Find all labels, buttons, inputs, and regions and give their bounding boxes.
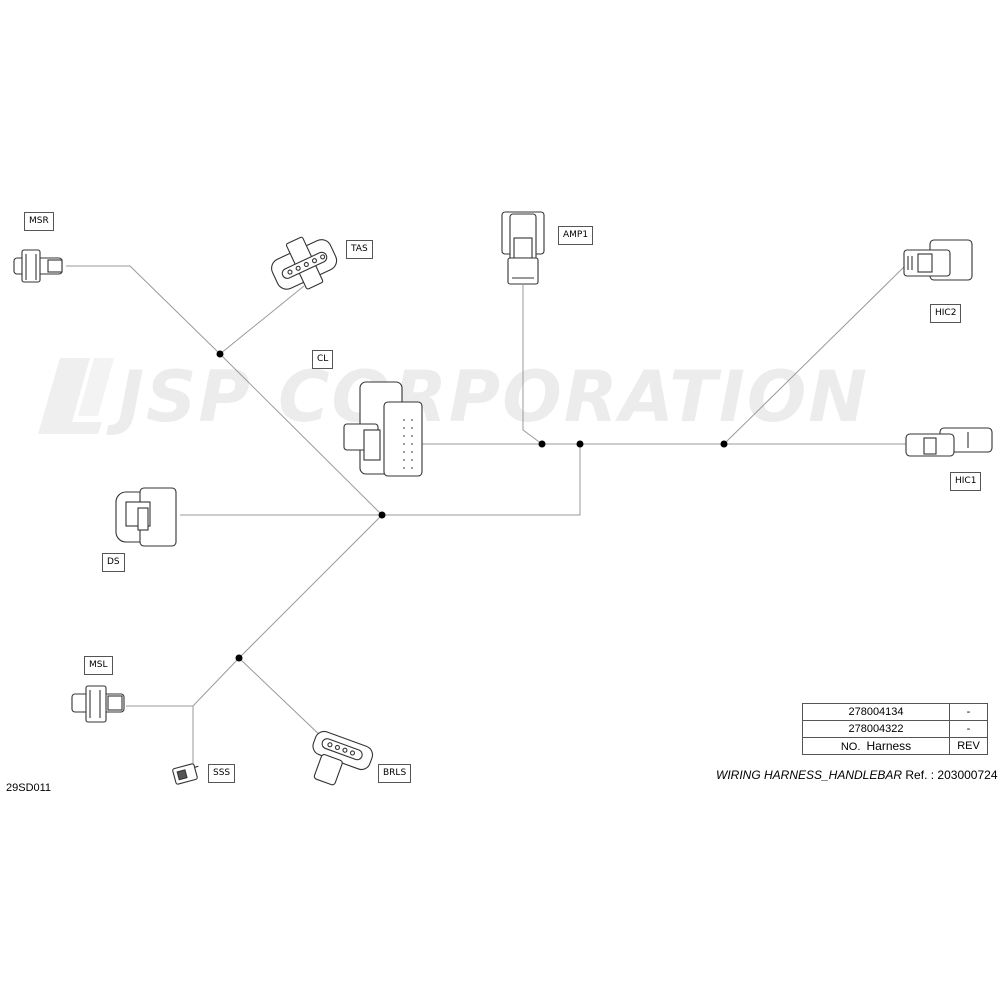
wire-brls — [238, 657, 326, 741]
ds-connector-icon — [115, 487, 177, 547]
amp1-label: AMP1 — [558, 226, 594, 245]
ref-label: Ref. : — [905, 768, 935, 782]
splice-point — [720, 440, 728, 448]
splice-point — [576, 440, 584, 448]
ref-value: 203000724 — [937, 768, 998, 782]
table-header-row: NO. Harness REV — [802, 737, 988, 755]
splice-point — [235, 654, 243, 662]
hic2-connector-icon — [903, 239, 973, 281]
splice-point — [538, 440, 546, 448]
part-rev: - — [949, 720, 988, 738]
header-no-harness: NO. Harness — [802, 737, 950, 755]
part-number: 278004322 — [802, 720, 950, 738]
msl-label: MSL — [84, 656, 113, 675]
hic1-connector-icon — [905, 427, 993, 457]
cl-label: CL — [312, 350, 334, 369]
msr-connector-icon — [13, 249, 63, 283]
drawing-title: WIRING HARNESS_HANDLEBAR — [716, 768, 903, 782]
hic1-label: HIC1 — [950, 472, 982, 491]
wire-branch-lower — [238, 514, 383, 659]
wire-msl — [126, 657, 240, 707]
watermark-text: JSP CORPORATION — [118, 356, 869, 438]
header-no: NO. — [840, 741, 861, 753]
brls-connector-icon — [312, 730, 374, 786]
part-number: 278004134 — [802, 703, 950, 721]
splice-point — [378, 511, 386, 519]
table-row: 278004322 - — [802, 720, 988, 738]
drawing-title-line: WIRING HARNESS_HANDLEBAR Ref. : 20300072… — [716, 768, 998, 782]
tas-connector-icon — [271, 236, 338, 290]
watermark-logo — [28, 356, 978, 436]
figure-code: 29SD011 — [6, 782, 52, 794]
amp1-connector-icon — [501, 211, 545, 285]
header-harness: Harness — [866, 739, 912, 753]
cl-connector-icon — [343, 381, 423, 477]
msr-label: MSR — [24, 212, 54, 231]
wire-ds — [180, 444, 581, 516]
wire-msr — [66, 265, 383, 516]
parts-table: 278004134 - 278004322 - NO. Harness REV — [802, 703, 988, 755]
ds-label: DS — [102, 553, 125, 572]
table-row: 278004134 - — [802, 703, 988, 721]
wire-hic2 — [723, 264, 907, 445]
brls-label: BRLS — [378, 764, 412, 783]
msl-connector-icon — [71, 685, 125, 723]
wire-tas — [219, 285, 305, 355]
header-rev: REV — [949, 737, 988, 755]
tas-label: TAS — [346, 240, 373, 259]
splice-point — [216, 350, 224, 358]
wires — [66, 264, 907, 770]
part-rev: - — [949, 703, 988, 721]
wire-amp1 — [522, 285, 543, 445]
sss-connector-icon — [172, 763, 199, 785]
sss-label: SSS — [208, 764, 236, 783]
splice-points — [216, 350, 728, 662]
hic2-label: HIC2 — [930, 304, 962, 323]
